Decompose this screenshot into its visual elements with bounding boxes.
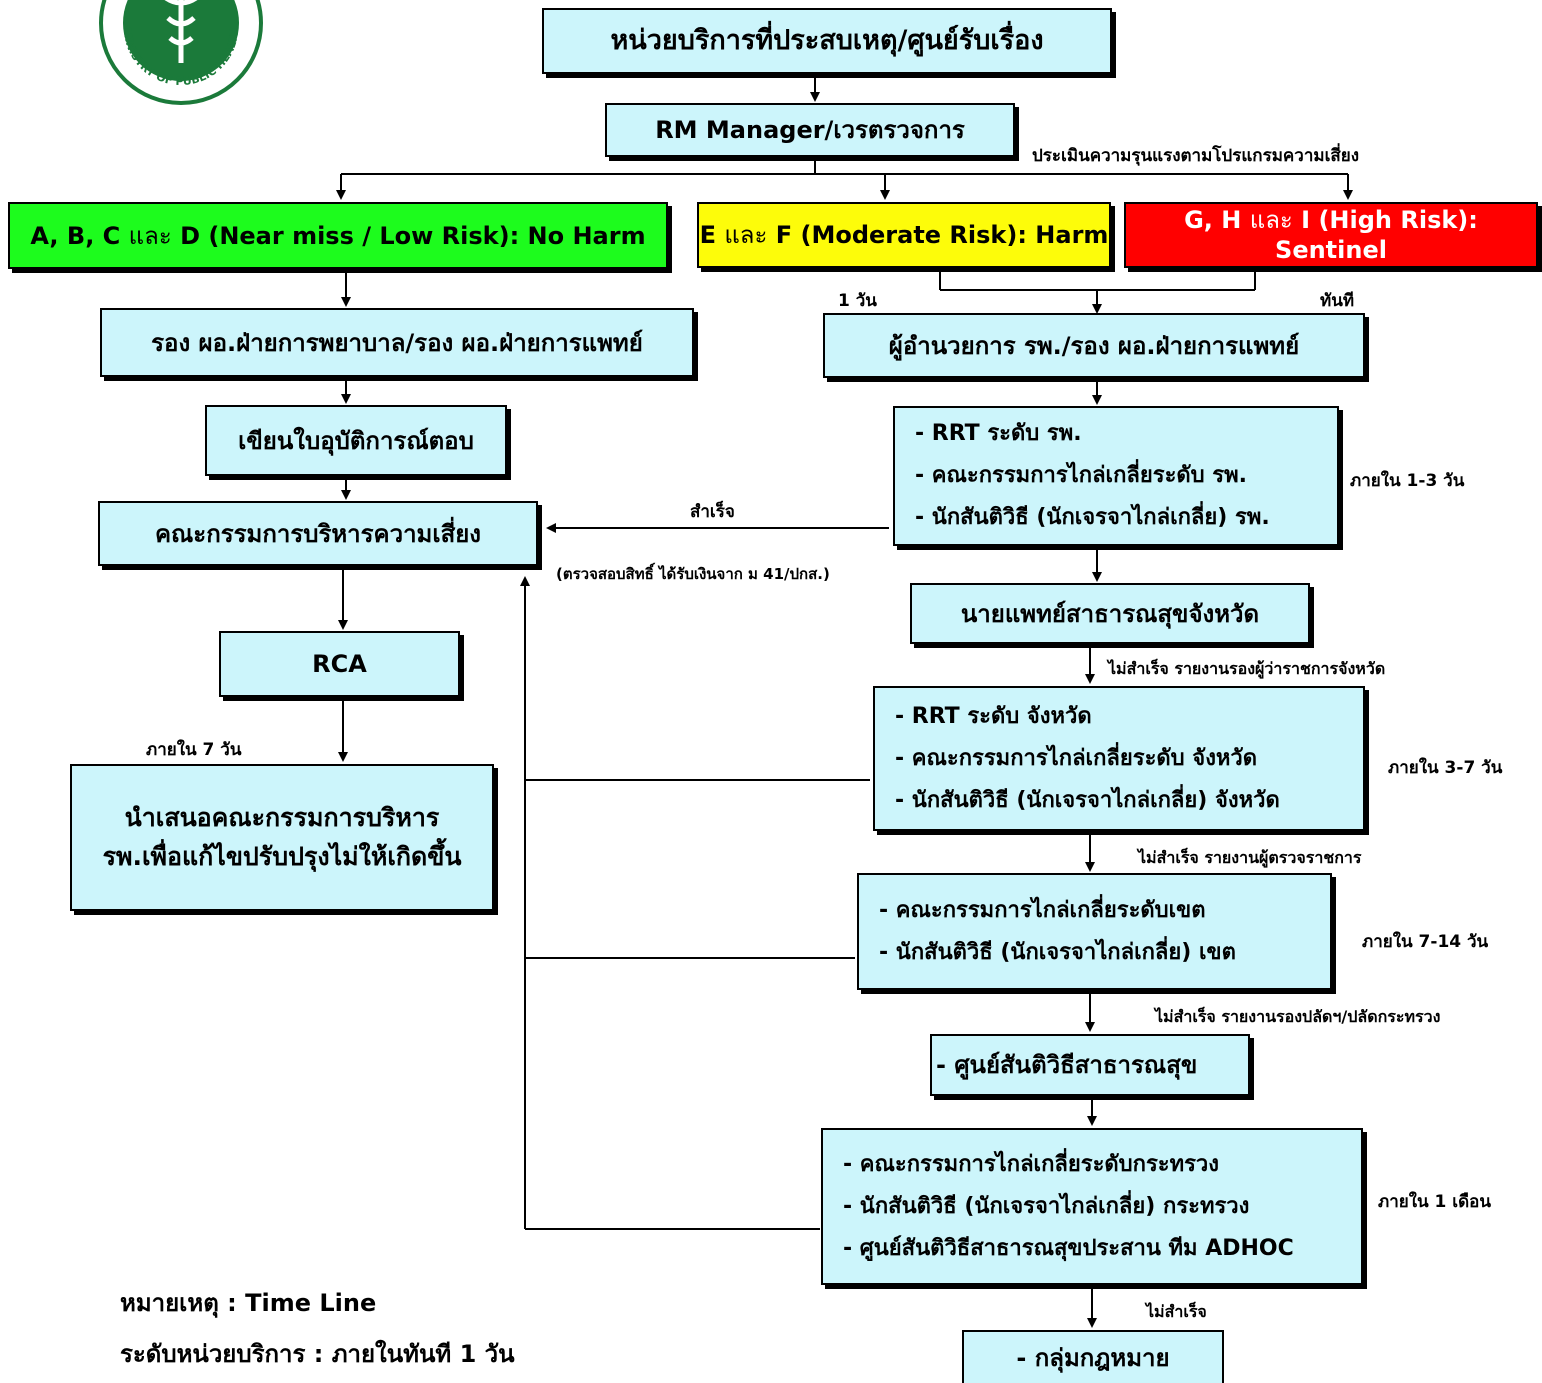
harm-box: E และ F (Moderate Risk): Harm	[697, 202, 1111, 268]
note-assess-severity: ประเมินความรุนแรงตามโปรแกรมความเสี่ยง	[1032, 146, 1360, 166]
note-verify-rights: (ตรวจสอบสิทธิ์ ได้รับเงินจาก ม 41/ปกส.)	[556, 565, 830, 583]
hospital-item: - คณะกรรมการไกล่เกลี่ยระดับ รพ.	[915, 463, 1247, 488]
region-item: - นักสันติวิธี (นักเจรจาไกล่เกลี่ย) เขต	[879, 939, 1236, 965]
ministry-item: - นักสันติวิธี (นักเจรจาไกล่เกลี่ย) กระท…	[843, 1193, 1250, 1219]
provincial-doctor-box: นายแพทย์สาธารณสุขจังหวัด	[910, 583, 1310, 644]
director-box: ผู้อำนวยการ รพ./รอง ผอ.ฝ่ายการแพทย์	[823, 313, 1365, 378]
note-within-3-7-days: ภายใน 3-7 วัน	[1388, 758, 1503, 778]
peace-center-box: - ศูนย์สันติวิธีสาธารณสุข	[930, 1034, 1250, 1096]
note-one-day: 1 วัน	[838, 291, 877, 311]
rm-box: RM Manager/เวรตรวจการ	[605, 103, 1015, 157]
province-level-box: - RRT ระดับ จังหวัด - คณะกรรมการไกล่เกลี…	[873, 686, 1365, 831]
write-incident-label: เขียนใบอุบัติการณ์ตอบ	[238, 426, 474, 455]
note-within-1-3-days: ภายใน 1-3 วัน	[1350, 471, 1465, 491]
hospital-level-box: - RRT ระดับ รพ. - คณะกรรมการไกล่เกลี่ยระ…	[893, 406, 1339, 546]
legend-line-2: ระดับหน่วยบริการ : ภายในทันที 1 วัน	[120, 1340, 515, 1368]
provincial-doctor-label: นายแพทย์สาธารณสุขจังหวัด	[960, 599, 1260, 628]
province-item: - RRT ระดับ จังหวัด	[895, 703, 1092, 729]
note-within-1-month: ภายใน 1 เดือน	[1378, 1192, 1491, 1212]
note-success: สำเร็จ	[690, 502, 735, 522]
sentinel-label: G, H และ I (High Risk): Sentinel	[1184, 206, 1478, 264]
legal-group-label: - กลุ่มกฎหมาย	[1016, 1343, 1170, 1372]
peace-center-label: - ศูนย์สันติวิธีสาธารณสุข	[936, 1051, 1198, 1079]
risk-committee-label: คณะกรรมการบริหารความเสี่ยง	[154, 519, 481, 548]
rca-box: RCA	[219, 631, 460, 697]
present-box: นำเสนอคณะกรรมการบริหาร รพ.เพื่อแก้ไขปรับ…	[70, 764, 494, 911]
sentinel-box: G, H และ I (High Risk): Sentinel	[1124, 202, 1538, 268]
no-harm-box: A, B, C และ D (Near miss / Low Risk): No…	[8, 202, 668, 269]
ministry-seal-logo: MINISTRY OF PUBLIC HEALTH	[99, 0, 263, 105]
legal-group-box: - กลุ่มกฎหมาย	[962, 1330, 1224, 1383]
rca-label: RCA	[312, 650, 367, 678]
hospital-item: - RRT ระดับ รพ.	[915, 421, 1082, 446]
note-within-7-days: ภายใน 7 วัน	[146, 740, 242, 760]
note-within-7-14-days: ภายใน 7-14 วัน	[1362, 932, 1489, 952]
ministry-item: - คณะกรรมการไกล่เกลี่ยระดับกระทรวง	[843, 1151, 1220, 1177]
ministry-level-box: - คณะกรรมการไกล่เกลี่ยระดับกระทรวง - นัก…	[821, 1128, 1363, 1285]
write-incident-box: เขียนใบอุบัติการณ์ตอบ	[205, 405, 507, 476]
note-immediately: ทันที	[1320, 291, 1355, 311]
deputy-box: รอง ผอ.ฝ่ายการพยาบาล/รอง ผอ.ฝ่ายการแพทย์	[100, 308, 694, 377]
note-fail-permsec: ไม่สำเร็จ รายงานรองปลัดฯ/ปลัดกระทรวง	[1155, 1007, 1441, 1026]
risk-committee-box: คณะกรรมการบริหารความเสี่ยง	[98, 501, 538, 566]
director-label: ผู้อำนวยการ รพ./รอง ผอ.ฝ่ายการแพทย์	[888, 331, 1300, 360]
legend-line-1: หมายเหตุ : Time Line	[120, 1289, 377, 1317]
hospital-item: - นักสันติวิธี (นักเจรจาไกล่เกลี่ย) รพ.	[915, 505, 1270, 530]
note-fail-governor: ไม่สำเร็จ รายงานรองผู้ว่าราชการจังหวัด	[1108, 659, 1386, 678]
deputy-label: รอง ผอ.ฝ่ายการพยาบาล/รอง ผอ.ฝ่ายการแพทย์	[151, 328, 643, 357]
region-item: - คณะกรรมการไกล่เกลี่ยระดับเขต	[879, 897, 1206, 923]
top-label: หน่วยบริการที่ประสบเหตุ/ศูนย์รับเรื่อง	[610, 25, 1044, 57]
note-fail: ไม่สำเร็จ	[1146, 1302, 1207, 1321]
province-item: - คณะกรรมการไกล่เกลี่ยระดับ จังหวัด	[895, 745, 1258, 771]
province-item: - นักสันติวิธี (นักเจรจาไกล่เกลี่ย) จังห…	[895, 787, 1280, 813]
present-line-1: นำเสนอคณะกรรมการบริหาร	[124, 802, 440, 832]
top-box: หน่วยบริการที่ประสบเหตุ/ศูนย์รับเรื่อง	[542, 8, 1112, 74]
note-fail-inspector: ไม่สำเร็จ รายงานผู้ตรวจราชการ	[1138, 848, 1362, 867]
harm-label: E และ F (Moderate Risk): Harm	[699, 221, 1109, 249]
present-line-2: รพ.เพื่อแก้ไขปรับปรุงไม่ให้เกิดขึ้น	[102, 841, 462, 871]
no-harm-label: A, B, C และ D (Near miss / Low Risk): No…	[30, 221, 646, 250]
region-level-box: - คณะกรรมการไกล่เกลี่ยระดับเขต - นักสันต…	[857, 873, 1332, 990]
rm-label: RM Manager/เวรตรวจการ	[655, 116, 965, 144]
ministry-item: - ศูนย์สันติวิธีสาธารณสุขประสาน ทีม ADHO…	[843, 1235, 1294, 1261]
